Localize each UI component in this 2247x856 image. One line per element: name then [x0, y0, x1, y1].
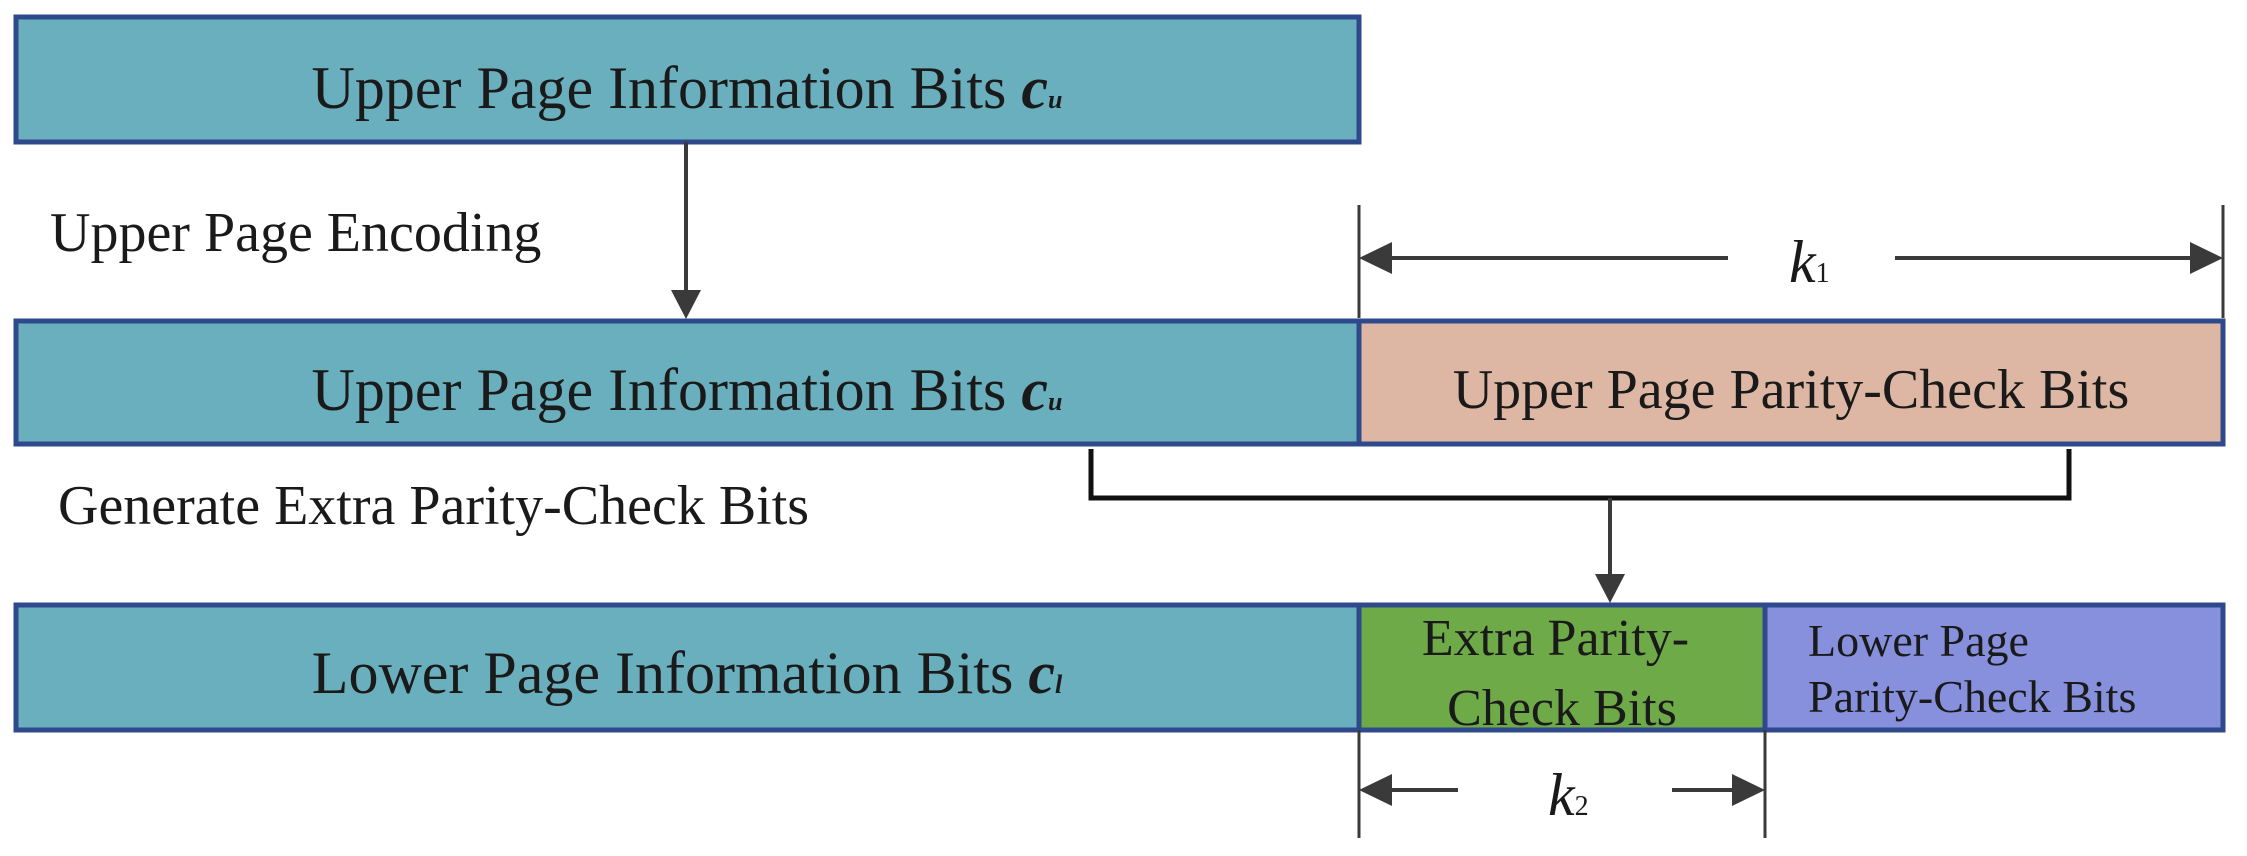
row2: Upper Page Information Bits cu Upper Pag…	[13, 318, 2226, 447]
k2-right-arrowhead	[1732, 774, 1765, 806]
k2-dimension: k2	[1357, 730, 1767, 838]
row3-extra-parity-label: Extra Parity- Check Bits	[1422, 610, 1702, 737]
row3: Lower Page Information Bits cl Extra Par…	[13, 602, 2226, 737]
k1-label: k1	[1789, 229, 1830, 295]
row3-lower-parity-label: Lower Page Parity-Check Bits	[1808, 615, 2136, 722]
row1-upper-info-block: Upper Page Information Bits cu	[13, 14, 1362, 145]
generate-arrowhead	[1595, 574, 1625, 603]
upper-encoding-label: Upper Page Encoding	[50, 202, 541, 264]
k1-left-arrowhead	[1359, 242, 1392, 274]
k2-label: k2	[1548, 762, 1589, 828]
row3-extra-parity-box	[1356, 602, 1768, 733]
k1-right-arrowhead	[2190, 242, 2223, 274]
row2-info-box	[13, 318, 1362, 447]
generate-extra-label: Generate Extra Parity-Check Bits	[58, 475, 809, 537]
k2-left-arrowhead	[1359, 774, 1392, 806]
k1-dimension: k1	[1357, 205, 2225, 318]
row3-lower-parity-box	[1762, 602, 2226, 733]
extra-parity-bracket	[1088, 449, 2072, 501]
row1-info-label: Upper Page Information Bits cu	[312, 55, 1063, 121]
row2-parity-label: Upper Page Parity-Check Bits	[1453, 359, 2130, 421]
row1-info-box	[13, 14, 1362, 145]
row2-info-label: Upper Page Information Bits cu	[312, 357, 1063, 423]
row3-info-box	[13, 602, 1362, 733]
row3-info-label: Lower Page Information Bits cl	[312, 640, 1063, 706]
row2-parity-box	[1356, 318, 2226, 447]
upper-encoding-arrowhead	[671, 290, 701, 319]
